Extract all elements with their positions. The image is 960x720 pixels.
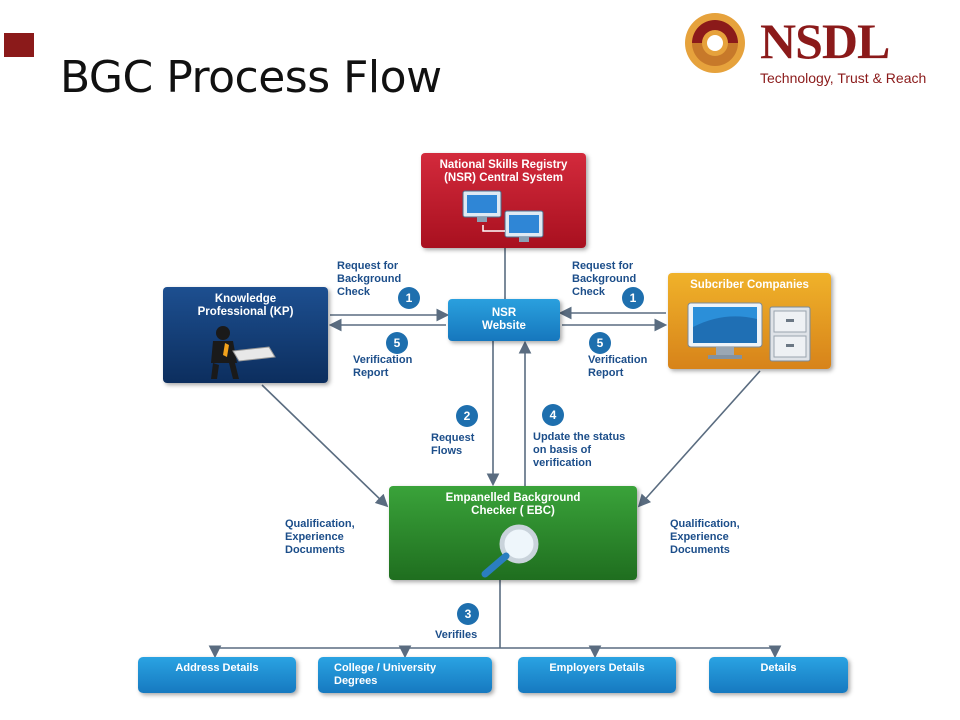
left-request-note: Request for Background Check [337, 260, 402, 298]
subscriber-companies-label: Subcriber Companies [690, 279, 809, 291]
right-report-note: Verification Report [588, 354, 648, 379]
verifies-note: Verifiles [435, 629, 478, 641]
left-report-step: 5 [386, 332, 408, 354]
nsdl-logo: NSDL Technology, Trust & Reach [680, 8, 926, 88]
slide-title: BGC Process Flow [60, 52, 442, 103]
address-details-label: Address Details [175, 662, 259, 674]
logo-wordmark: NSDL [760, 13, 890, 69]
college-degrees-box: College / University Degrees [318, 657, 492, 693]
right-request-note: Request for Background Check [572, 260, 637, 298]
accent-square [4, 33, 34, 57]
nsdl-swirl-icon [685, 13, 745, 73]
nsr-central-system-box: National Skills Registry (NSR) Central S… [421, 153, 586, 248]
nsr-website-box: NSR Website [448, 299, 560, 341]
left-docs-note: Qualification, Experience Documents [285, 518, 355, 556]
magnifying-glass-icon [481, 524, 539, 578]
left-request-step: 1 [398, 287, 420, 309]
update-status-note: Update the status on basis of verificati… [533, 431, 626, 469]
other-details-label: Details [760, 662, 797, 674]
ebc-box: Empanelled Background Checker ( EBC) [389, 486, 637, 580]
verifies-step: 3 [457, 603, 479, 625]
knowledge-professional-box: Knowledge Professional (KP) [163, 287, 328, 383]
employers-details-label: Employers Details [549, 662, 645, 674]
subscriber-companies-box: Subcriber Companies [668, 273, 831, 369]
update-status-step: 4 [542, 404, 564, 426]
kp-label: Knowledge Professional (KP) [197, 293, 294, 318]
address-details-box: Address Details [138, 657, 296, 693]
right-request-step: 1 [622, 287, 644, 309]
left-report-note: Verification Report [353, 354, 413, 379]
other-details-box: Details [709, 657, 848, 693]
kp-to-ebc-arrow [261, 384, 389, 508]
college-degrees-label: College / University Degrees [334, 662, 437, 687]
subs-to-ebc-arrow [637, 370, 761, 508]
right-docs-note: Qualification, Experience Documents [670, 518, 740, 556]
right-report-step: 5 [589, 332, 611, 354]
ebc-label: Empanelled Background Checker ( EBC) [445, 492, 581, 517]
request-flows-note: Request Flows [431, 432, 475, 457]
computer-and-cabinet-icon [687, 302, 811, 362]
logo-tagline: Technology, Trust & Reach [760, 70, 927, 86]
employers-details-box: Employers Details [518, 657, 676, 693]
request-flows-step: 2 [456, 405, 478, 427]
nsr-website-label: NSR Website [482, 307, 526, 332]
nsr-central-label: National Skills Registry (NSR) Central S… [439, 159, 568, 184]
professional-with-laptop-icon [211, 326, 276, 379]
slide-header: BGC Process Flow NSDL Technology, Trust … [0, 0, 960, 130]
networked-computers-icon [462, 190, 544, 242]
